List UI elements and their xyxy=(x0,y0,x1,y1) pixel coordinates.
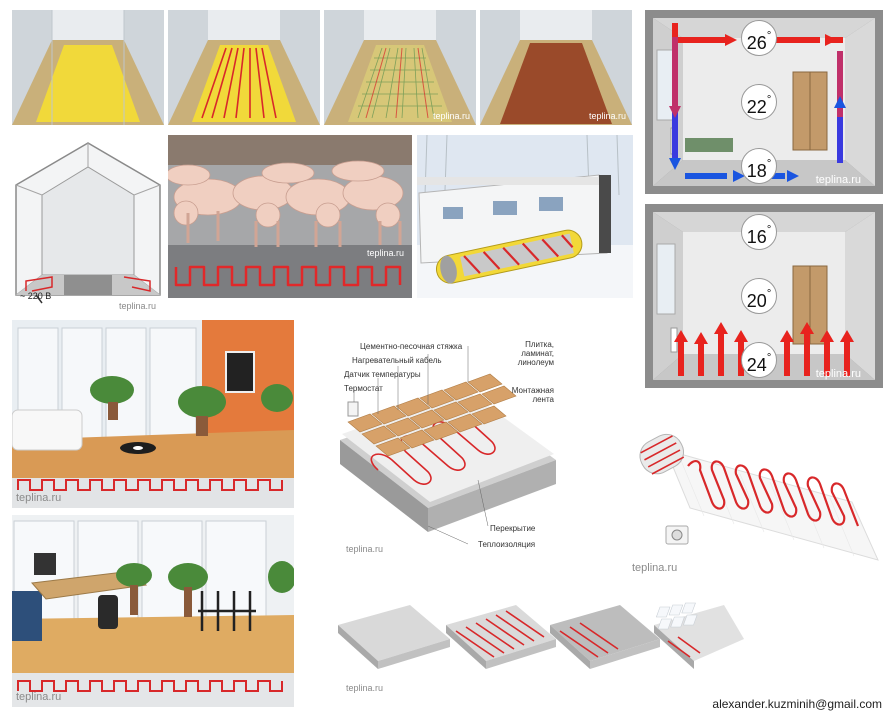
watermark: teplina.ru xyxy=(346,683,384,693)
temp-middle: 20° xyxy=(741,278,777,314)
living-room-heating: teplina.ru xyxy=(12,320,294,508)
greenhouse-heating: ~ 220 В teplina.ru xyxy=(12,135,164,313)
watermark: teplina.ru xyxy=(16,492,62,504)
installation-steps: teplina.ru xyxy=(318,585,748,695)
corridor-stage-2 xyxy=(168,10,320,125)
office-heating: teplina.ru xyxy=(12,515,294,707)
temp-ceiling: 26° xyxy=(741,20,777,56)
label-tape: Монтажная лента xyxy=(511,386,554,404)
label-finish: Плитка, ламинат, линолеум xyxy=(517,340,554,367)
watermark: teplina.ru xyxy=(632,562,678,574)
watermark: teplina.ru xyxy=(118,301,156,311)
temp-middle: 22° xyxy=(741,84,777,120)
watermark: teplina.ru xyxy=(432,111,470,121)
floor-layers-diagram: Цементно-песочная стяжка Нагревательный … xyxy=(318,330,578,560)
temp-ceiling: 16° xyxy=(741,214,777,250)
corridor-stage-1 xyxy=(12,10,164,125)
room-floor-heating: 16° 20° 24° teplina.ru xyxy=(645,204,883,388)
label-slab: Перекрытие xyxy=(490,524,536,533)
watermark: teplina.ru xyxy=(815,368,861,380)
label-cable: Нагревательный кабель xyxy=(352,356,442,365)
watermark: teplina.ru xyxy=(588,111,626,121)
temp-floor: 18° xyxy=(741,148,777,184)
pig-farm-heating: teplina.ru xyxy=(168,135,412,298)
watermark: teplina.ru xyxy=(346,544,384,554)
author-email: alexander.kuzminih@gmail.com xyxy=(712,697,882,711)
corridor-stage-3: teplina.ru xyxy=(324,10,476,125)
watermark: teplina.ru xyxy=(815,174,861,186)
heating-mat-roll: teplina.ru xyxy=(630,410,886,580)
label-sensor: Датчик температуры xyxy=(344,370,421,379)
label-insulation: Теплоизоляция xyxy=(478,540,536,549)
voltage-label: ~ 220 В xyxy=(20,291,52,301)
watermark: teplina.ru xyxy=(16,691,62,703)
label-thermostat: Термостат xyxy=(344,384,383,393)
pipe-heating xyxy=(417,135,633,298)
watermark: teplina.ru xyxy=(366,248,404,258)
temp-floor: 24° xyxy=(741,342,777,378)
label-screed: Цементно-песочная стяжка xyxy=(360,342,463,351)
corridor-stage-4: teplina.ru xyxy=(480,10,632,125)
room-convective-heating: 26° 22° 18° teplina.ru xyxy=(645,10,883,194)
